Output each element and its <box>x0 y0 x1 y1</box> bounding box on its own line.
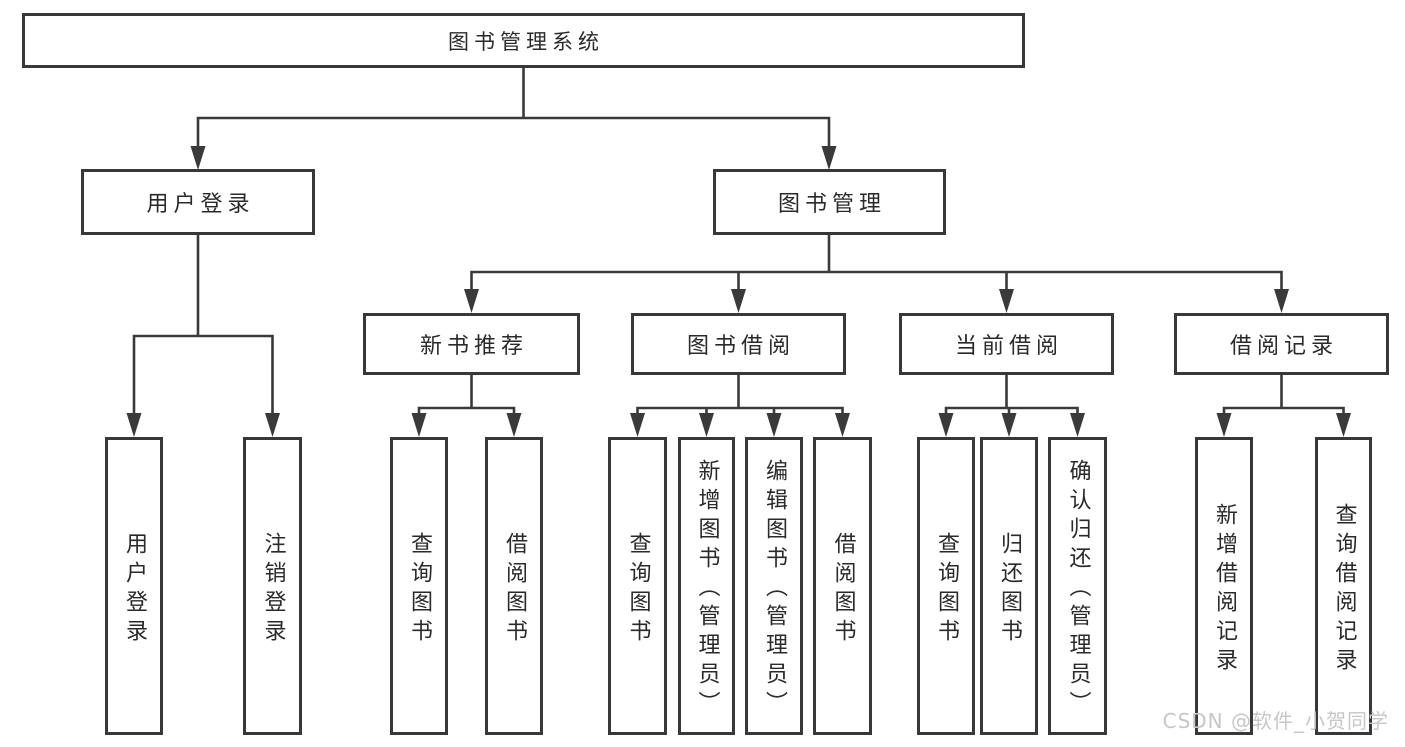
node-current-borrowing: 当前借阅 <box>899 313 1114 375</box>
leaf-nbr-query-books: 查询图书 <box>390 437 448 735</box>
node-book-borrowing-label: 图书借阅 <box>686 334 795 359</box>
node-borrow-records: 借阅记录 <box>1174 313 1389 375</box>
leaf-br-add-borrow-record: 新增借阅记录 <box>1195 437 1253 735</box>
node-current-borrowing-label: 当前借阅 <box>954 334 1063 359</box>
leaf-cb-query-books: 查询图书 <box>917 437 975 735</box>
node-root: 图书管理系统 <box>22 13 1025 68</box>
node-book-management-label: 图书管理 <box>777 192 886 217</box>
watermark: CSDN @软件_小贺同学 <box>1162 709 1389 733</box>
node-user-login: 用户登录 <box>81 169 315 235</box>
leaf-bb-edit-books-admin: 编辑图书（管理员） <box>745 437 803 735</box>
node-root-label: 图书管理系统 <box>448 29 604 54</box>
leaf-nbr-borrow-books: 借阅图书 <box>485 437 543 735</box>
leaf-cb-return-books: 归还图书 <box>980 437 1038 735</box>
node-book-borrowing: 图书借阅 <box>631 313 846 375</box>
leaf-bb-query-books: 查询图书 <box>608 437 667 735</box>
node-new-book-recommend-label: 新书推荐 <box>419 334 528 359</box>
leaf-cb-confirm-return-admin: 确认归还（管理员） <box>1048 437 1107 735</box>
node-borrow-records-label: 借阅记录 <box>1229 334 1338 359</box>
node-book-management: 图书管理 <box>713 169 946 235</box>
leaf-br-query-borrow-record: 查询借阅记录 <box>1315 437 1372 735</box>
leaf-bb-borrow-books: 借阅图书 <box>813 437 872 735</box>
node-user-login-label: 用户登录 <box>146 192 255 217</box>
leaf-logout: 注销登录 <box>243 437 302 735</box>
node-new-book-recommend: 新书推荐 <box>363 313 580 375</box>
leaf-user-login: 用户登录 <box>105 437 163 735</box>
leaf-bb-add-books-admin: 新增图书（管理员） <box>678 437 735 735</box>
